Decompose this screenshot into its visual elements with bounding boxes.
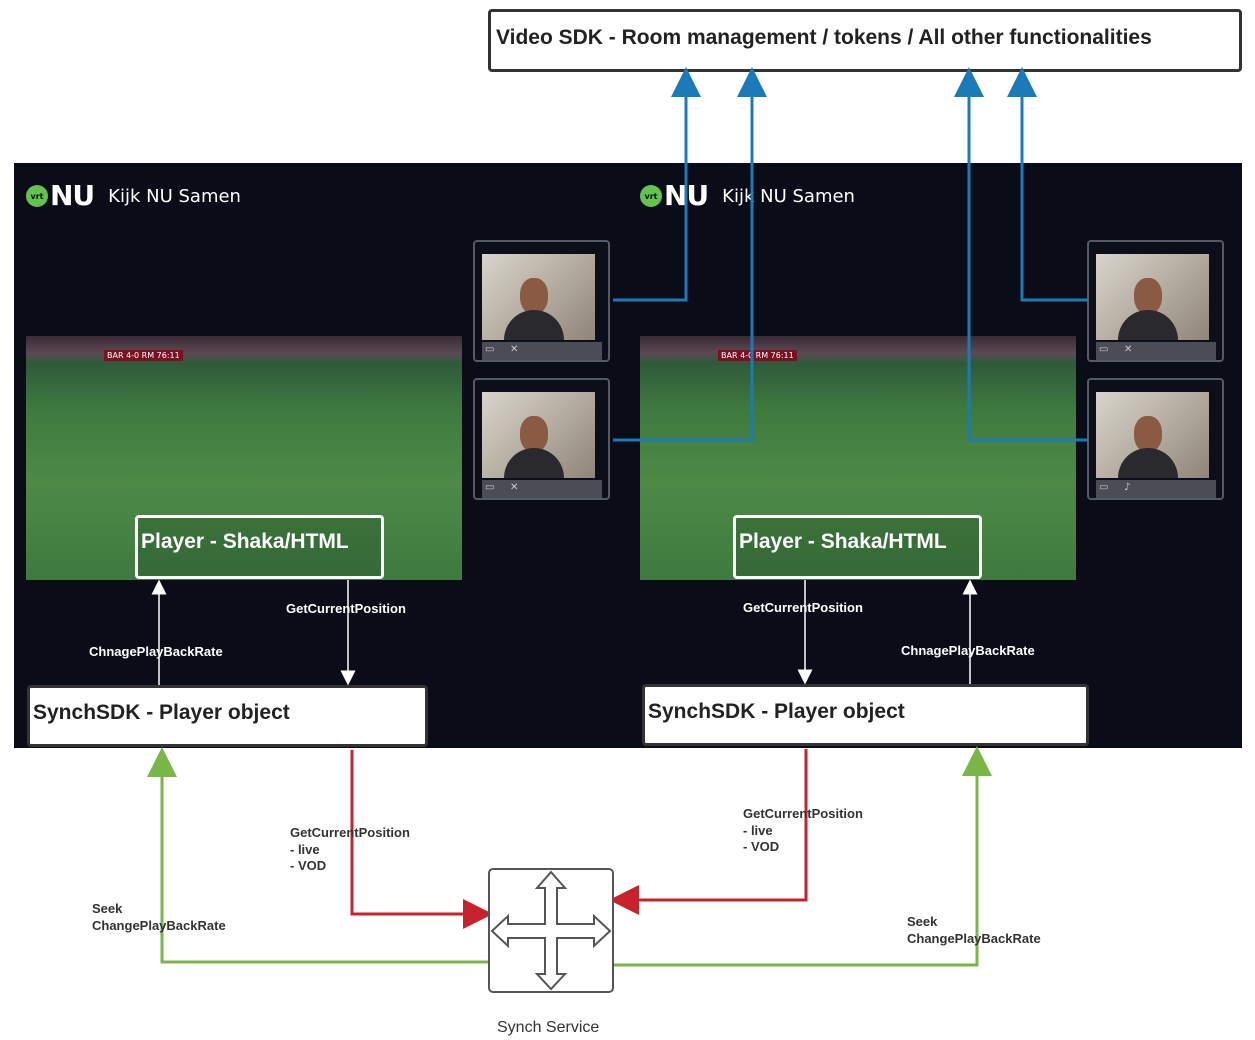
synch-sdk-label: SynchSDK - Player object bbox=[648, 700, 905, 723]
left-green-flow-label: Seek ChangePlayBackRate bbox=[92, 901, 226, 933]
mic-icon[interactable]: ♪ bbox=[1124, 482, 1131, 493]
right-green-flow-label: Seek ChangePlayBackRate bbox=[907, 914, 1041, 946]
participant-video bbox=[482, 392, 595, 478]
camera-icon[interactable]: ▭ bbox=[485, 482, 495, 493]
green-arrow bbox=[147, 747, 490, 964]
participant-tile[interactable]: ▭ ✕ bbox=[473, 240, 610, 362]
four-way-arrow-icon bbox=[490, 870, 612, 991]
camera-icon[interactable]: ▭ bbox=[1099, 482, 1109, 493]
blue-arrow bbox=[613, 67, 701, 302]
right-app-panel: vrt NU Kijk NU Samen BAR 4-0 RM 76:11 ▭ … bbox=[628, 163, 1242, 748]
synch-sdk-box-left: SynchSDK - Player object bbox=[27, 685, 428, 747]
mic-muted-icon[interactable]: ✕ bbox=[1124, 344, 1133, 355]
participant-video bbox=[1096, 254, 1209, 340]
get-current-position-label: GetCurrentPosition bbox=[743, 600, 863, 615]
camera-icon[interactable]: ▭ bbox=[1099, 344, 1109, 355]
red-arrow bbox=[609, 749, 808, 915]
camera-icon[interactable]: ▭ bbox=[485, 344, 495, 355]
video-frame[interactable]: BAR 4-0 RM 76:11 bbox=[26, 336, 462, 580]
green-arrow bbox=[612, 746, 992, 967]
get-current-position-label: GetCurrentPosition bbox=[286, 601, 406, 616]
video-sdk-box: Video SDK - Room management / tokens / A… bbox=[488, 9, 1242, 72]
blue-arrow bbox=[954, 67, 1088, 442]
blue-arrow bbox=[613, 67, 767, 442]
synch-sdk-box-right: SynchSDK - Player object bbox=[642, 684, 1089, 746]
participant-controls: ▭ ♪ bbox=[1096, 480, 1216, 498]
participant-video bbox=[482, 254, 595, 340]
right-red-flow-label: GetCurrentPosition - live - VOD bbox=[743, 806, 863, 854]
nu-logo: NU bbox=[50, 179, 95, 212]
brand-header: vrt NU Kijk NU Samen bbox=[26, 179, 241, 212]
synch-service-label: Synch Service bbox=[497, 1019, 600, 1036]
player-box-left: Player - Shaka/HTML bbox=[135, 515, 384, 579]
scoreboard: BAR 4-0 RM 76:11 bbox=[104, 350, 183, 361]
red-arrow bbox=[350, 750, 493, 929]
participant-controls: ▭ ✕ bbox=[482, 480, 602, 498]
scoreboard: BAR 4-0 RM 76:11 bbox=[718, 350, 797, 361]
participant-tile[interactable]: ▭ ✕ bbox=[1087, 240, 1224, 362]
change-playback-rate-label: ChnagePlayBackRate bbox=[89, 644, 223, 659]
change-playback-rate-label: ChnagePlayBackRate bbox=[901, 643, 1035, 658]
player-label: Player - Shaka/HTML bbox=[739, 530, 947, 553]
vrt-logo: vrt bbox=[640, 185, 662, 207]
left-red-flow-label: GetCurrentPosition - live - VOD bbox=[290, 825, 410, 873]
participant-tile[interactable]: ▭ ✕ bbox=[473, 378, 610, 500]
participant-controls: ▭ ✕ bbox=[1096, 342, 1216, 360]
vrt-logo: vrt bbox=[26, 185, 48, 207]
blue-arrow bbox=[1007, 67, 1088, 302]
left-app-panel: vrt NU Kijk NU Samen BAR 4-0 RM 76:11 ▭ … bbox=[14, 163, 628, 748]
video-frame[interactable]: BAR 4-0 RM 76:11 bbox=[640, 336, 1076, 580]
mic-muted-icon[interactable]: ✕ bbox=[510, 344, 519, 355]
player-label: Player - Shaka/HTML bbox=[141, 530, 349, 553]
app-title: Kijk NU Samen bbox=[722, 185, 855, 207]
synch-sdk-label: SynchSDK - Player object bbox=[33, 701, 290, 724]
player-box-right: Player - Shaka/HTML bbox=[733, 515, 982, 579]
video-sdk-label: Video SDK - Room management / tokens / A… bbox=[496, 26, 1152, 49]
participant-video bbox=[1096, 392, 1209, 478]
mic-muted-icon[interactable]: ✕ bbox=[510, 482, 519, 493]
participant-controls: ▭ ✕ bbox=[482, 342, 602, 360]
participant-tile[interactable]: ▭ ♪ bbox=[1087, 378, 1224, 500]
app-title: Kijk NU Samen bbox=[108, 185, 241, 207]
